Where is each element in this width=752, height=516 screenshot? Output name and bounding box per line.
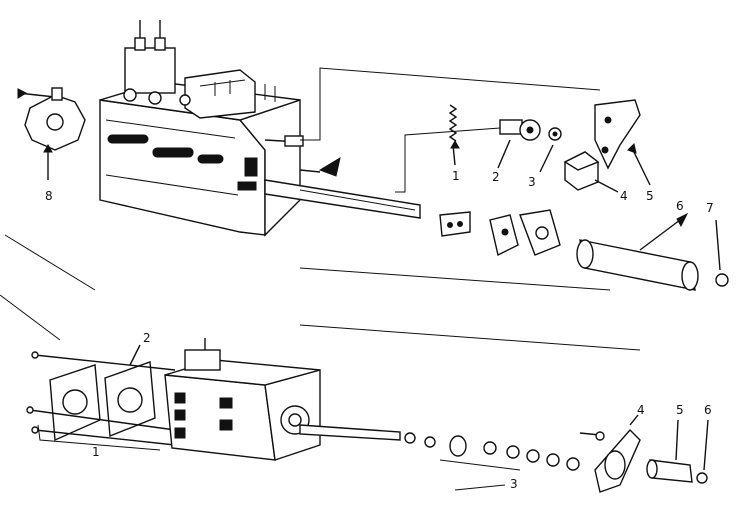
lower-callout-1: 1: [92, 445, 100, 459]
upper-part-5-bracket: [594, 99, 651, 186]
lower-part-3-washers: [404, 432, 580, 491]
upper-leader-lines: [4, 67, 611, 291]
upper-part-8-end-plate: [17, 87, 86, 180]
lower-part-4-bracket: [579, 414, 641, 493]
lower-part-1-wafers: [26, 344, 176, 451]
upper-part-1-spring: [448, 104, 460, 166]
upper-callout-4: 4: [620, 189, 628, 203]
lower-assembly: 1 2 3 4 5 6: [26, 331, 712, 493]
upper-part-3-washer: [539, 127, 562, 173]
upper-mount-plate: [439, 209, 561, 257]
upper-callout-8: 8: [45, 189, 53, 203]
upper-part-2-gear: [497, 119, 541, 169]
upper-assembly: 8 1 2 3 4 5 6 7: [4, 20, 729, 291]
lower-callout-2: 2: [143, 331, 151, 345]
upper-switch-block: [99, 20, 421, 237]
lower-switch-block: [164, 338, 321, 461]
lower-part-5-sleeve: [646, 419, 693, 483]
lower-part-6-clip: [696, 419, 709, 484]
lower-callout-3: 3: [510, 477, 518, 491]
lower-callout-4: 4: [637, 403, 645, 417]
lower-callout-6: 6: [704, 403, 712, 417]
upper-part-4-clip: [563, 151, 619, 193]
upper-callout-6: 6: [676, 199, 684, 213]
upper-callout-2: 2: [492, 170, 500, 184]
upper-part-6-sleeve: [576, 212, 699, 291]
upper-callout-5: 5: [646, 189, 654, 203]
upper-callout-3: 3: [528, 175, 536, 189]
stray-lines: [0, 294, 641, 351]
lower-shaft: [299, 424, 401, 441]
lower-callout-5: 5: [676, 403, 684, 417]
upper-callout-7: 7: [706, 201, 714, 215]
upper-callout-1: 1: [452, 169, 460, 183]
upper-part-7-clip: [715, 219, 729, 287]
